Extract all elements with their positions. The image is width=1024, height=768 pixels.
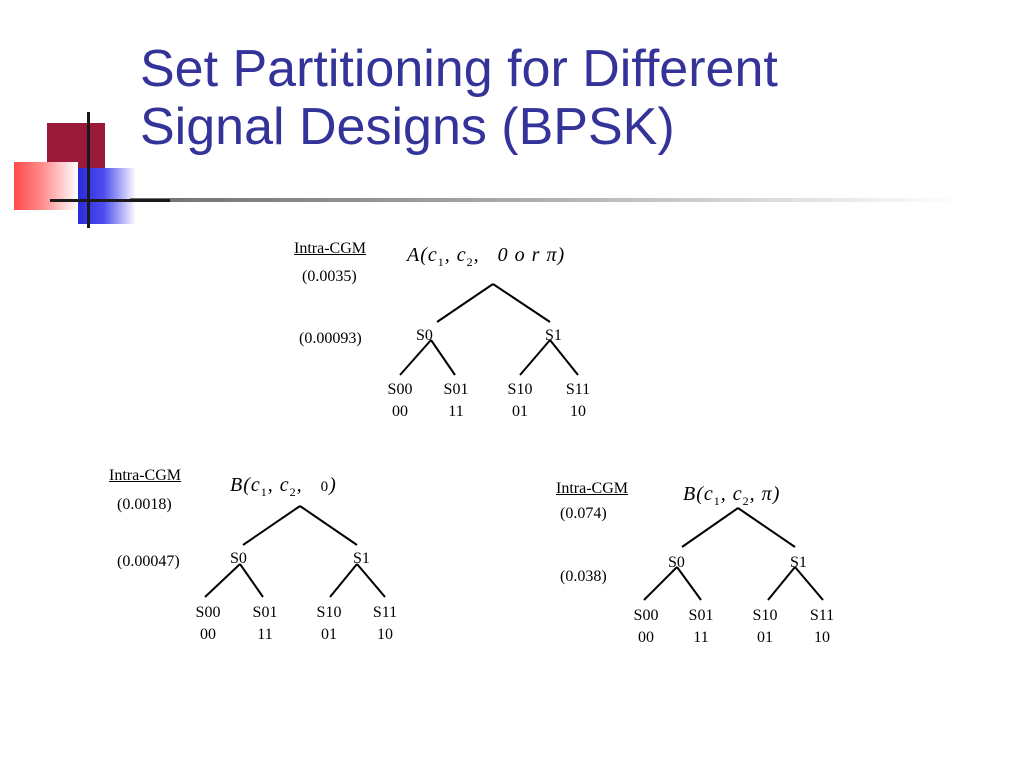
node-s0: S0 [416, 327, 433, 344]
edge-root-s1 [299, 505, 358, 546]
edge-root-s0 [242, 505, 301, 546]
edge-s0-s00 [204, 563, 241, 598]
node-s1: S1 [353, 550, 370, 567]
edge-s0-s01 [676, 566, 702, 601]
title-underline [130, 198, 960, 202]
edge-s0-s01 [430, 339, 456, 376]
slide-title-line1: Set Partitioning for Different [140, 40, 778, 98]
decor-vertical-line [87, 112, 90, 228]
slide-title: Set Partitioning for Different Signal De… [140, 40, 778, 156]
decor-horizontal-line [50, 199, 170, 202]
edge-s1-s10 [767, 566, 796, 601]
level1-distance-value: (0.038) [560, 568, 607, 585]
edge-s0-s00 [399, 339, 432, 376]
intra-cgm-label: Intra-CGM [109, 467, 181, 484]
edge-root-s0 [681, 507, 739, 548]
node-s0: S0 [230, 550, 247, 567]
edge-root-s1 [492, 283, 551, 323]
signal-formula: A(c1, c2, 0 o r π) [407, 244, 566, 269]
node-s1: S1 [790, 554, 807, 571]
edge-root-s1 [737, 507, 796, 548]
signal-formula: B(c1, c2, 0) [230, 474, 337, 499]
intra-cgm-label: Intra-CGM [294, 240, 366, 257]
level1-distance-value: (0.00093) [299, 330, 362, 347]
node-s0: S0 [668, 554, 685, 571]
edge-root-s0 [436, 283, 494, 323]
root-distance-value: (0.0035) [302, 268, 357, 285]
root-distance-value: (0.074) [560, 505, 607, 522]
intra-cgm-label: Intra-CGM [556, 480, 628, 497]
edge-s1-s10 [329, 563, 358, 598]
decor-pink-square [14, 162, 78, 210]
node-s1: S1 [545, 327, 562, 344]
edge-s0-s01 [239, 563, 264, 598]
level1-distance-value: (0.00047) [117, 553, 180, 570]
edge-s1-s10 [519, 339, 551, 376]
edge-s1-s11 [549, 339, 579, 376]
signal-formula: B(c1, c2, π) [683, 483, 781, 508]
slide-title-line2: Signal Designs (BPSK) [140, 98, 675, 156]
root-distance-value: (0.0018) [117, 496, 172, 513]
edge-s0-s00 [643, 566, 678, 601]
edge-s1-s11 [794, 566, 824, 601]
edge-s1-s11 [356, 563, 386, 598]
